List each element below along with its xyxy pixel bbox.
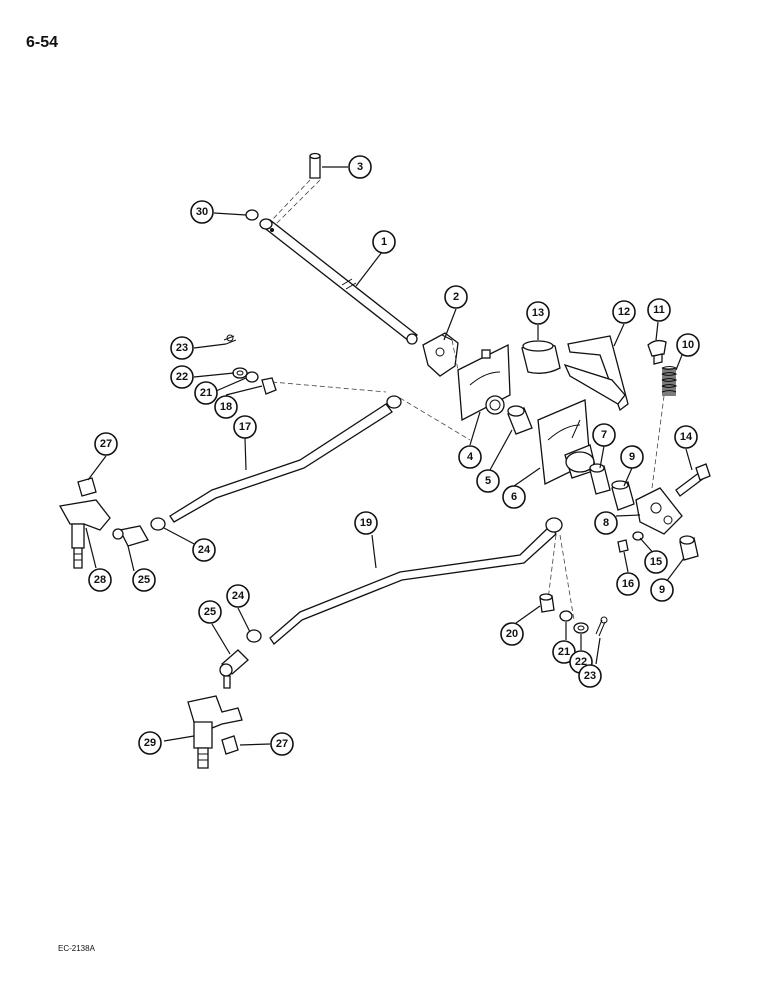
- svg-text:22: 22: [575, 656, 587, 668]
- plunger-part: [647, 339, 667, 365]
- bushing-part: [507, 405, 533, 435]
- page-number: 6-54: [26, 34, 59, 51]
- svg-text:11: 11: [653, 304, 665, 316]
- svg-text:13: 13: [532, 307, 544, 319]
- spring-part: [661, 366, 678, 396]
- svg-text:22: 22: [176, 371, 188, 383]
- callout-5: 5: [476, 469, 500, 493]
- svg-text:20: 20: [506, 628, 518, 640]
- svg-text:14: 14: [680, 431, 693, 443]
- callout-24-lower: 24: [226, 584, 250, 608]
- callout-17: 17: [233, 415, 257, 439]
- callout-9-lower: 9: [650, 578, 674, 602]
- lever-part: [422, 332, 459, 377]
- svg-text:25: 25: [138, 574, 150, 586]
- callout-27-lower: 27: [270, 732, 294, 756]
- callout-16: 16: [616, 572, 640, 596]
- svg-text:1: 1: [381, 236, 387, 248]
- callout-23-lower: 23: [578, 664, 602, 688]
- callout-28: 28: [88, 568, 112, 592]
- svg-text:9: 9: [659, 584, 665, 596]
- svg-text:30: 30: [196, 206, 208, 218]
- leader-lines: [85, 166, 693, 746]
- svg-text:17: 17: [239, 421, 251, 433]
- knob-part: [521, 340, 561, 374]
- bracket-part: [635, 395, 683, 535]
- svg-text:24: 24: [232, 590, 245, 602]
- svg-text:10: 10: [682, 339, 694, 351]
- svg-text:27: 27: [276, 738, 288, 750]
- callout-21-upper: 21: [194, 381, 218, 405]
- svg-text:5: 5: [485, 475, 491, 487]
- shaft-part: [259, 218, 419, 345]
- svg-text:3: 3: [357, 161, 363, 173]
- o-ring-part: [245, 209, 259, 221]
- callout-19: 19: [354, 511, 378, 535]
- upper-pivot-bracket-part: [58, 477, 111, 569]
- callout-7: 7: [592, 423, 616, 447]
- callout-8: 8: [594, 511, 618, 535]
- svg-text:21: 21: [200, 387, 212, 399]
- callout-11: 11: [647, 298, 671, 322]
- callout-25-lower: 25: [198, 600, 222, 624]
- svg-text:25: 25: [204, 606, 216, 618]
- svg-text:21: 21: [558, 646, 570, 658]
- callout-13: 13: [526, 301, 550, 325]
- svg-text:18: 18: [220, 401, 232, 413]
- callout-22-upper: 22: [170, 365, 194, 389]
- callout-18: 18: [214, 395, 238, 419]
- callout-30: 30: [190, 200, 214, 224]
- svg-text:29: 29: [144, 737, 156, 749]
- lower-rod-part: [269, 517, 575, 645]
- callout-1: 1: [372, 230, 396, 254]
- bolt-part: [675, 463, 711, 497]
- callout-25-upper: 25: [132, 568, 156, 592]
- roll-pin-part: [271, 152, 321, 225]
- figure-code: EC-2138A: [58, 944, 95, 953]
- upper-pin-hardware-part: [223, 334, 277, 395]
- callout-14: 14: [674, 425, 698, 449]
- upper-rod-part: [169, 381, 471, 523]
- callout-27-upper: 27: [94, 432, 118, 456]
- handle-part: [563, 335, 629, 412]
- upper-ball-joint-part: [112, 517, 166, 547]
- callout-6: 6: [502, 485, 526, 509]
- svg-text:24: 24: [198, 544, 211, 556]
- callout-4: 4: [458, 445, 482, 469]
- callout-20: 20: [500, 622, 524, 646]
- svg-text:6: 6: [511, 491, 517, 503]
- svg-text:23: 23: [176, 342, 188, 354]
- svg-text:28: 28: [94, 574, 106, 586]
- svg-text:23: 23: [584, 670, 596, 682]
- svg-text:16: 16: [622, 578, 634, 590]
- callout-23-upper: 23: [170, 336, 194, 360]
- quadrant-plate-part: [537, 399, 597, 485]
- lower-pivot-bracket-part: [187, 695, 243, 769]
- selector-plate-part: [451, 339, 511, 422]
- callout-15: 15: [644, 550, 668, 574]
- svg-text:7: 7: [601, 429, 607, 441]
- spacer-part: [589, 463, 635, 511]
- lower-ball-joint-part: [219, 629, 262, 689]
- svg-text:15: 15: [650, 556, 662, 568]
- svg-text:2: 2: [453, 291, 459, 303]
- callout-2: 2: [444, 285, 468, 309]
- svg-text:9: 9: [629, 451, 635, 463]
- lower-pin-hardware-part: [539, 593, 608, 637]
- callout-10: 10: [676, 333, 700, 357]
- svg-text:27: 27: [100, 438, 112, 450]
- svg-text:4: 4: [467, 451, 474, 463]
- washer-nut-part: [617, 531, 699, 561]
- callout-21-lower: 21: [552, 640, 576, 664]
- callout-3: 3: [348, 155, 372, 179]
- callout-29: 29: [138, 731, 162, 755]
- callout-24-upper: 24: [192, 538, 216, 562]
- svg-text:12: 12: [618, 306, 630, 318]
- callout-12: 12: [612, 300, 636, 324]
- svg-text:8: 8: [603, 517, 609, 529]
- svg-text:19: 19: [360, 517, 372, 529]
- callout-9-upper: 9: [620, 445, 644, 469]
